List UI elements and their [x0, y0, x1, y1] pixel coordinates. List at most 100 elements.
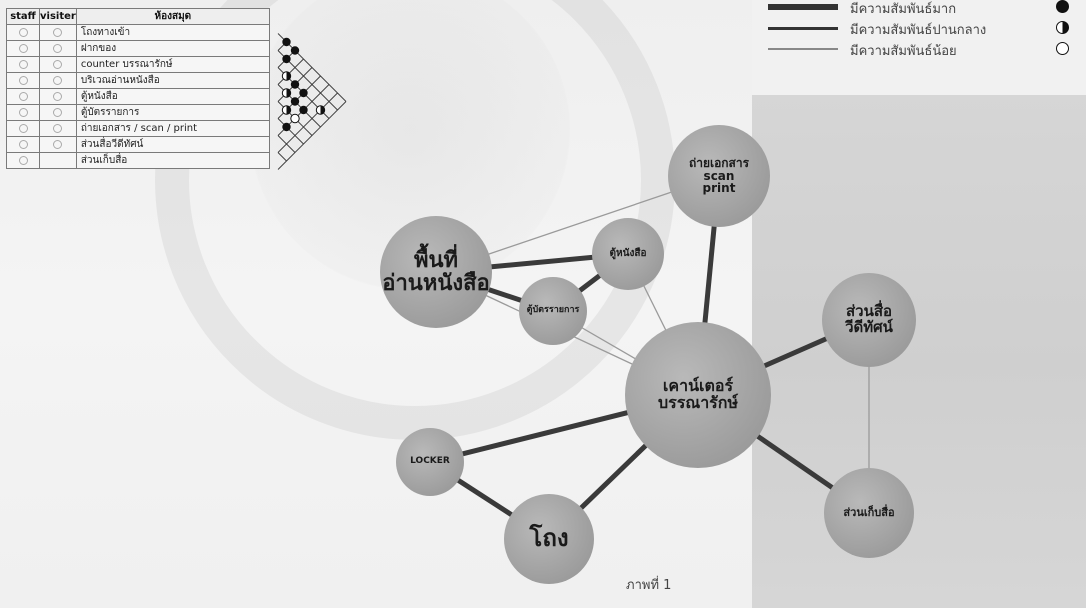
bubble-label-line: บรรณารักษ์	[658, 393, 738, 412]
room-name-cell: counter บรรณารักษ์	[75, 56, 270, 73]
medium-relation-half	[286, 88, 291, 98]
strong-relation-dot	[290, 80, 300, 89]
staff-access-cell	[6, 72, 40, 89]
bubble-label-line: ส่วนเก็บสื่อ	[843, 506, 895, 520]
bubble-label-line: อ่านหนังสือ	[382, 271, 490, 296]
legend-item-strong: มีความสัมพันธ์มาก	[768, 0, 1086, 18]
strong-relation-dot	[282, 122, 291, 132]
visitor-access-cell	[39, 24, 77, 41]
staff-access-cell	[6, 24, 40, 41]
medium-relation-half	[286, 105, 291, 115]
legend-item-weak: มีความสัมพันธ์น้อย	[768, 40, 1086, 60]
legend-line-sample	[768, 4, 838, 10]
visitor-access-cell	[39, 56, 77, 73]
matrix-header-row: staff visiter ห้องสมุด	[6, 8, 270, 25]
staff-column-header: staff	[6, 8, 40, 25]
bubble-label: ส่วนสื่อวีดีทัศน์	[845, 302, 893, 336]
visitor-access-cell	[39, 120, 77, 137]
open-circle-icon	[18, 75, 28, 85]
matrix-row: ส่วนเก็บสื่อ	[6, 152, 270, 169]
medium-relation-half	[286, 71, 291, 81]
lattice-line	[277, 152, 287, 162]
room-name-cell: ส่วนเก็บสื่อ	[75, 152, 270, 169]
open-circle-icon	[18, 91, 28, 101]
lattice-line	[277, 92, 338, 153]
legend-label: มีความสัมพันธ์มาก	[850, 2, 957, 17]
bubble-lobby: โถง	[504, 494, 594, 584]
bubble-label-line: LOCKER	[410, 456, 450, 467]
legend-panel	[752, 0, 1086, 95]
shaded-panel	[752, 0, 1086, 608]
open-circle-icon	[53, 91, 63, 101]
room-name-cell: ฝากของ	[75, 40, 270, 57]
open-circle-icon	[53, 123, 63, 133]
open-circle-icon	[18, 139, 28, 149]
strong-relation-dot	[290, 97, 300, 106]
lattice-line	[277, 58, 304, 85]
matrix-row: ส่วนสื่อวีดีทัศน์	[6, 136, 270, 153]
open-circle-icon	[53, 139, 63, 149]
strong-relation-dot	[290, 46, 300, 55]
bubble-books: ตู้หนังสือ	[592, 218, 664, 290]
bubble-label: พื้นที่อ่านหนังสือ	[382, 249, 490, 295]
lattice-line	[277, 101, 347, 170]
bubble-label-line: วีดีทัศน์	[845, 318, 893, 336]
bubble-reading: พื้นที่อ่านหนังสือ	[380, 216, 492, 328]
bubble-label-line: ตู้บัตรรายการ	[526, 305, 580, 316]
bubble-label-line: พื้นที่	[413, 247, 459, 273]
open-circle-icon	[53, 59, 63, 69]
open-circle-icon	[53, 27, 63, 37]
room-name-cell: ส่วนสื่อวีดีทัศน์	[75, 136, 270, 153]
legend-line-sample	[768, 26, 838, 30]
open-circle-icon	[18, 59, 28, 69]
visitor-column-header: visiter	[39, 8, 77, 25]
bubble-storage: ส่วนเก็บสื่อ	[824, 468, 914, 558]
staff-access-cell	[6, 152, 40, 169]
bubble-label: โถง	[529, 526, 568, 551]
matrix-row: บริเวณอ่านหนังสือ	[6, 72, 270, 89]
strong-relation-dot	[282, 54, 291, 64]
open-circle-icon	[1056, 42, 1069, 55]
bubble-label-line: ส่วนสื่อ	[845, 302, 892, 321]
figure-caption: ภาพที่ 1	[626, 578, 672, 593]
legend-label: มีความสัมพันธ์น้อย	[850, 44, 957, 59]
staff-access-cell	[6, 40, 40, 57]
bubble-label-line: เคาน์เตอร์	[662, 376, 734, 396]
strong-relation-dot	[282, 37, 291, 47]
open-circle-icon	[18, 43, 28, 53]
bubble-counter: เคาน์เตอร์บรรณารักษ์	[625, 322, 771, 468]
bubble-locker: LOCKER	[396, 428, 464, 496]
bubble-label: LOCKER	[410, 456, 450, 467]
bubble-label: ตู้บัตรรายการ	[526, 305, 580, 316]
matrix-row: ฝากของ	[6, 40, 270, 57]
filled-circle-icon	[1056, 0, 1069, 13]
lattice-line	[277, 118, 304, 145]
open-circle-icon	[53, 107, 63, 117]
bubble-label-line: print	[702, 181, 736, 196]
half-filled-circle-icon	[1056, 21, 1069, 34]
legend-line-sample	[768, 48, 838, 50]
room-name-cell: บริเวณอ่านหนังสือ	[75, 72, 270, 89]
legend-item-medium: มีความสัมพันธ์ปานกลาง	[768, 19, 1086, 39]
bubble-label: ตู้หนังสือ	[609, 247, 647, 260]
bubble-av: ส่วนสื่อวีดีทัศน์	[822, 273, 916, 367]
bubble-label-line: ตู้หนังสือ	[609, 247, 647, 259]
room-name-cell: ตู้บัตรรายการ	[75, 104, 270, 121]
bubble-catalog: ตู้บัตรรายการ	[519, 277, 587, 345]
weak-relation-dot	[290, 113, 300, 124]
bubble-label: ส่วนเก็บสื่อ	[843, 507, 894, 519]
open-circle-icon	[18, 123, 28, 133]
strong-relation-dot	[299, 88, 308, 98]
open-circle-icon	[18, 107, 28, 117]
bubble-label-line: scan	[703, 168, 735, 183]
matrix-row: counter บรรณารักษ์	[6, 56, 270, 73]
bubble-label-line: ถ่ายเอกสาร	[688, 156, 750, 171]
matrix-row: ตู้บัตรรายการ	[6, 104, 270, 121]
legend-label: มีความสัมพันธ์ปานกลาง	[850, 23, 987, 38]
bubble-label-line: โถง	[529, 524, 569, 553]
